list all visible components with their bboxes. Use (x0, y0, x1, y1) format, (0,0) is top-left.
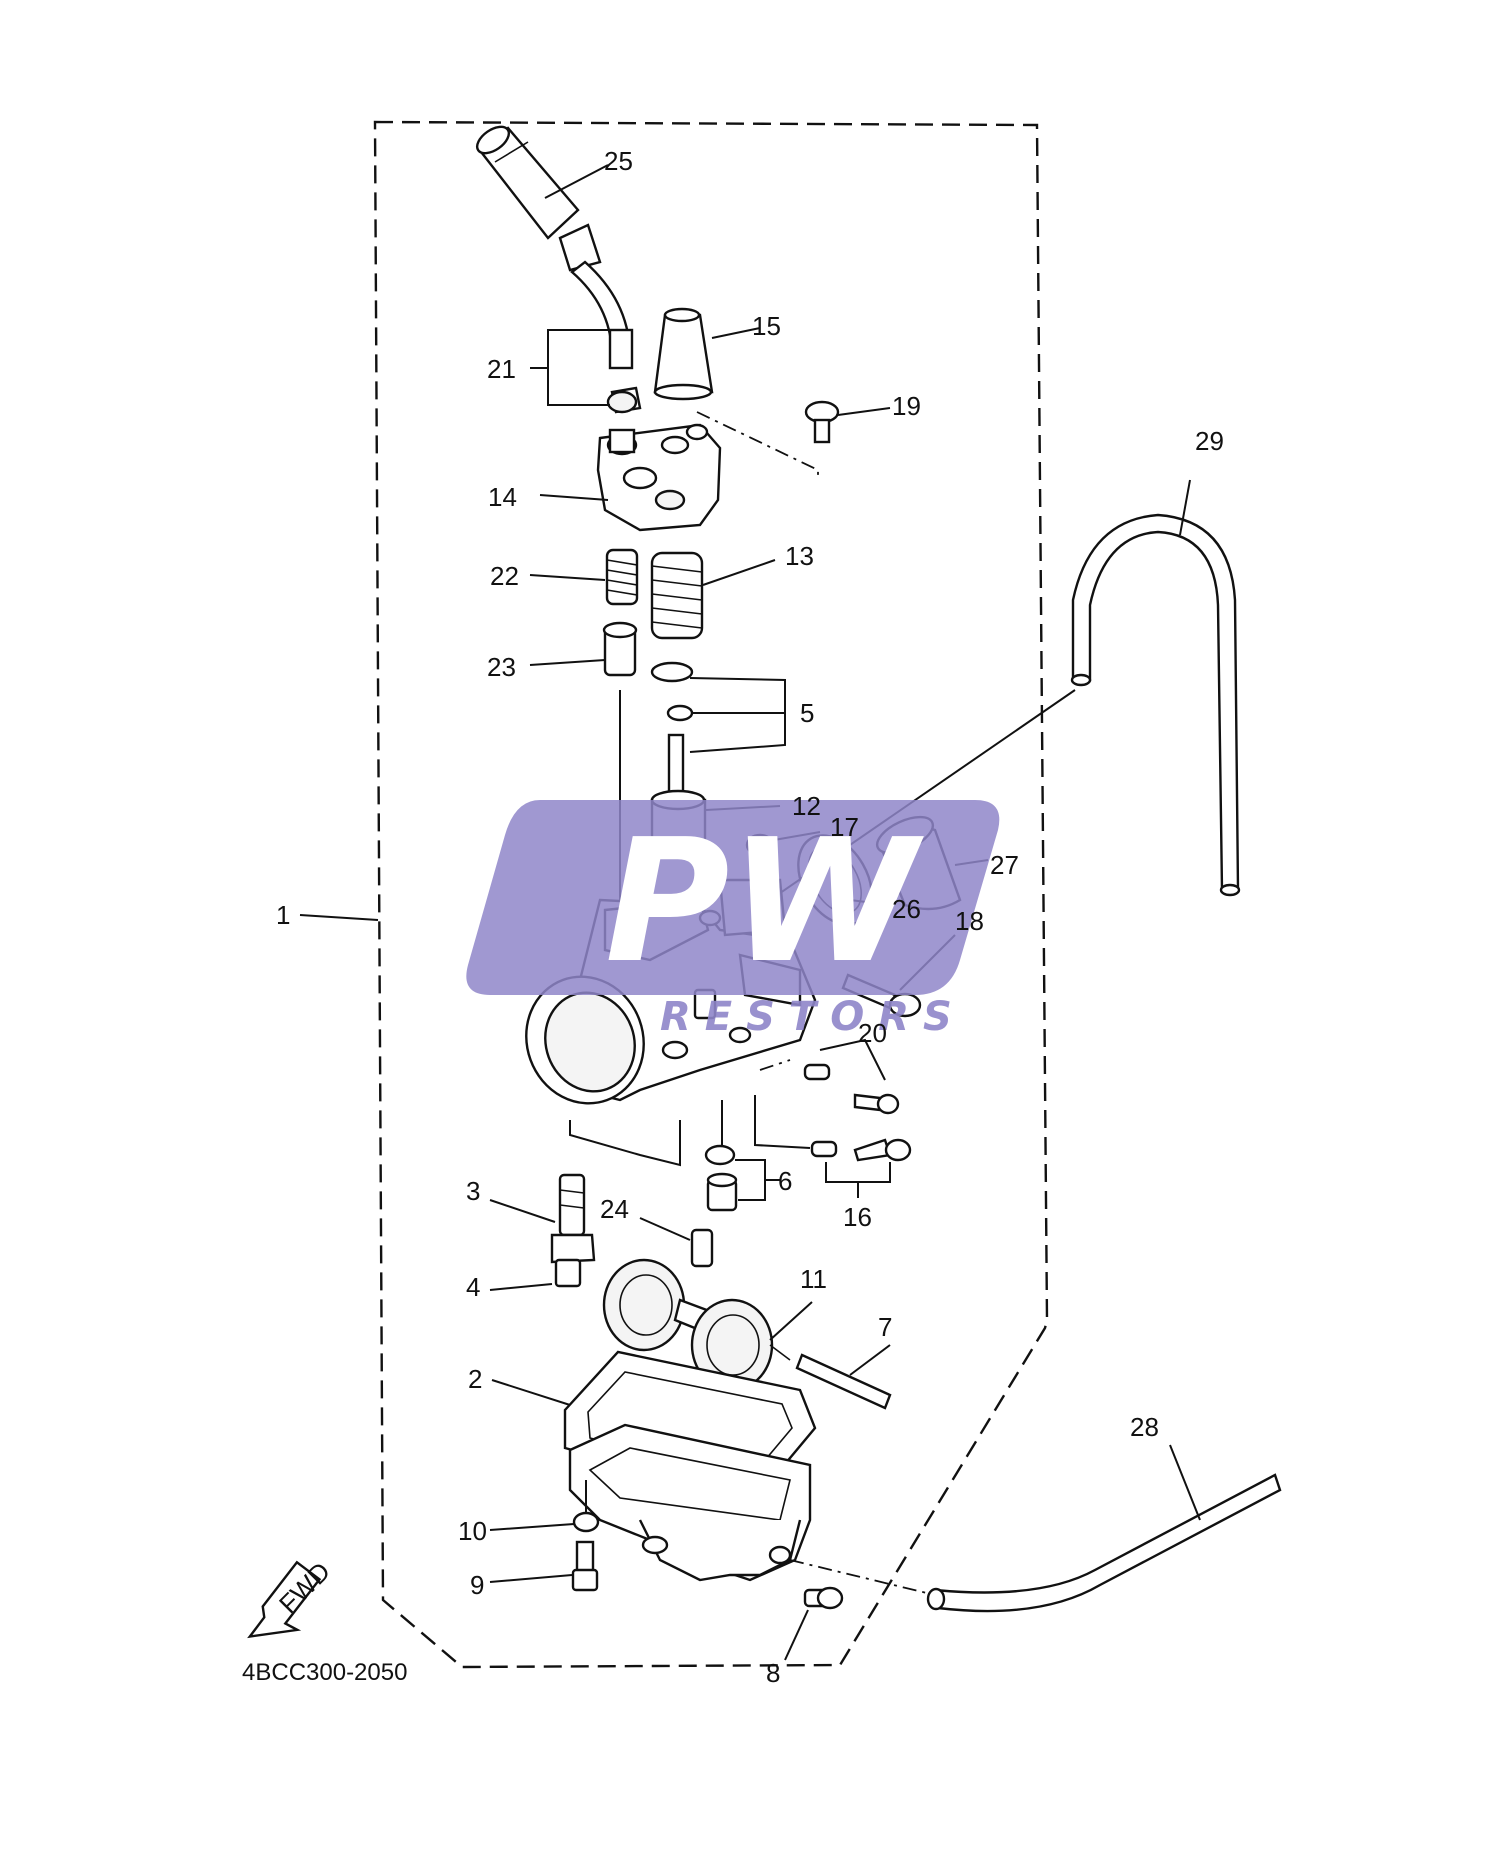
leader-11 (769, 1301, 813, 1341)
callout-11: 11 (800, 1264, 827, 1294)
callout-labels: 1 2 3 4 5 6 7 8 9 10 11 12 13 14 15 16 1… (276, 146, 1224, 1688)
leader-22 (529, 574, 606, 581)
part-8-drain-screw (803, 1586, 844, 1610)
leader-1 (299, 914, 379, 921)
callout-22: 22 (490, 561, 519, 591)
part-13-spring (650, 551, 704, 640)
part-9-screw (571, 1540, 599, 1592)
callout-13: 13 (785, 541, 814, 571)
callout-23: 23 (487, 652, 516, 682)
guide-16 (754, 1095, 811, 1149)
part-5-needle-set (650, 661, 694, 805)
part-10-washer (572, 1511, 600, 1533)
leader-15 (711, 327, 761, 339)
leader-5 (689, 677, 786, 753)
leader-29 (1179, 479, 1191, 536)
leader-4 (489, 1283, 553, 1291)
part-28-hose (926, 1473, 1282, 1613)
callout-3: 3 (466, 1176, 480, 1206)
leader-28 (1169, 1444, 1201, 1521)
leader-9 (489, 1574, 573, 1583)
part-25-cap (475, 125, 580, 240)
guide-20 (759, 1059, 791, 1071)
leader-7 (849, 1344, 891, 1376)
callout-29: 29 (1195, 426, 1224, 456)
part-7-pin (795, 1353, 892, 1410)
callout-7: 7 (878, 1312, 892, 1342)
float-bowl (568, 1423, 812, 1582)
leader-25 (544, 164, 609, 199)
leader-6 (735, 1159, 766, 1201)
leader-8 (784, 1609, 809, 1661)
part-19-screw (804, 400, 840, 444)
part-29-hose (1070, 513, 1241, 897)
watermark-sub: RESTORS (660, 994, 966, 1040)
callout-9: 9 (470, 1570, 484, 1600)
guide-3 (569, 1120, 681, 1167)
callout-16: 16 (843, 1202, 872, 1232)
part-21-adjuster (558, 223, 642, 414)
leader-10 (489, 1523, 575, 1531)
leader-2 (491, 1379, 571, 1406)
callout-28: 28 (1130, 1412, 1159, 1442)
callout-2: 2 (468, 1364, 482, 1394)
callout-21: 21 (487, 354, 516, 384)
callout-24: 24 (600, 1194, 629, 1224)
leader-16 (825, 1162, 891, 1183)
assembly-boundary (373, 120, 1049, 1669)
callout-6: 6 (778, 1166, 792, 1196)
leader-23 (529, 659, 606, 666)
leader-20 (819, 1038, 886, 1081)
leader-19 (837, 407, 891, 416)
callout-25: 25 (604, 146, 633, 176)
leader-3 (489, 1199, 556, 1223)
callout-18: 18 (955, 906, 984, 936)
part-16-screw-spring (810, 1138, 912, 1162)
leader-24 (639, 1217, 691, 1241)
callout-19: 19 (892, 391, 921, 421)
watermark-logo: PW RESTORS (466, 800, 1000, 1040)
callout-1: 1 (276, 900, 290, 930)
callout-12: 12 (792, 791, 821, 821)
callout-5: 5 (800, 698, 814, 728)
callout-20: 20 (858, 1018, 887, 1048)
callout-17: 17 (830, 812, 859, 842)
part-3-holder (550, 1173, 596, 1264)
part-24-pilot-jet (690, 1228, 714, 1268)
callout-10: 10 (458, 1516, 487, 1546)
watermark-brand: PW (605, 803, 925, 1001)
part-11-float (602, 1258, 791, 1392)
part-14-cover (596, 423, 722, 532)
callout-8: 8 (766, 1658, 780, 1688)
callout-14: 14 (488, 482, 517, 512)
leader-14 (539, 494, 609, 501)
callout-26: 26 (892, 894, 921, 924)
diagram-code: 4BCC300-2050 (242, 1659, 407, 1686)
part-15-boot (653, 307, 714, 401)
callout-27: 27 (990, 850, 1019, 880)
callout-4: 4 (466, 1272, 480, 1302)
part-22-spring (605, 548, 639, 606)
part-20-screw-spring (803, 1063, 900, 1115)
leader-21 (547, 329, 610, 406)
leader-13 (702, 559, 776, 586)
part-4-main-jet (554, 1258, 582, 1288)
part-23-plunger (602, 621, 638, 677)
part-6-jet (704, 1144, 738, 1212)
fwd-arrow-icon: FWD (247, 1556, 336, 1639)
guide-28 (789, 1559, 936, 1596)
callout-15: 15 (752, 311, 781, 341)
